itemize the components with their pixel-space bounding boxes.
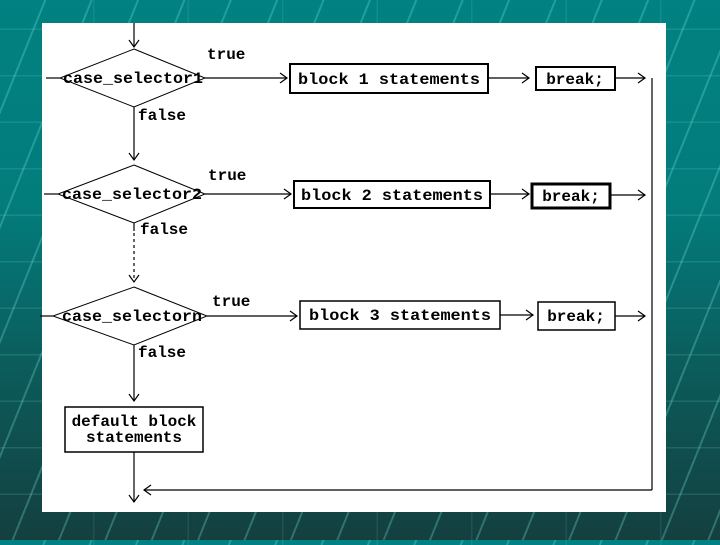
case-row-3: case_selectorn true block 3 statements b… (40, 286, 647, 403)
default-block-label-line2: statements (86, 429, 182, 447)
default-block-row: default block statements (64, 406, 204, 504)
decision-label: case_selectorn (62, 308, 202, 326)
true-branch-label: true (212, 293, 250, 311)
false-branch-label: false (138, 344, 186, 362)
false-branch-label: false (138, 107, 186, 125)
case-row-2: case_selector2 true block 2 statements b… (44, 164, 647, 284)
default-block-box (64, 406, 204, 453)
break-label: break; (542, 188, 600, 206)
break-label: break; (547, 308, 605, 326)
true-branch-label: true (207, 46, 245, 64)
decision-label: case_selector1 (63, 70, 203, 88)
true-branch-label: true (208, 167, 246, 185)
block-statements-label: block 1 statements (298, 71, 480, 89)
block-statements-box (293, 180, 491, 209)
block-statements-label: block 2 statements (301, 187, 483, 205)
case-row-1: case_selector1 true block 1 statements b… (46, 46, 647, 162)
block-statements-label: block 3 statements (309, 307, 491, 325)
decision-label: case_selector2 (62, 186, 202, 204)
false-branch-label: false (140, 221, 188, 239)
break-label: break; (546, 71, 604, 89)
break-box (530, 182, 612, 210)
default-block-label-line1: default block (72, 413, 197, 431)
block-statements-box (289, 63, 489, 94)
